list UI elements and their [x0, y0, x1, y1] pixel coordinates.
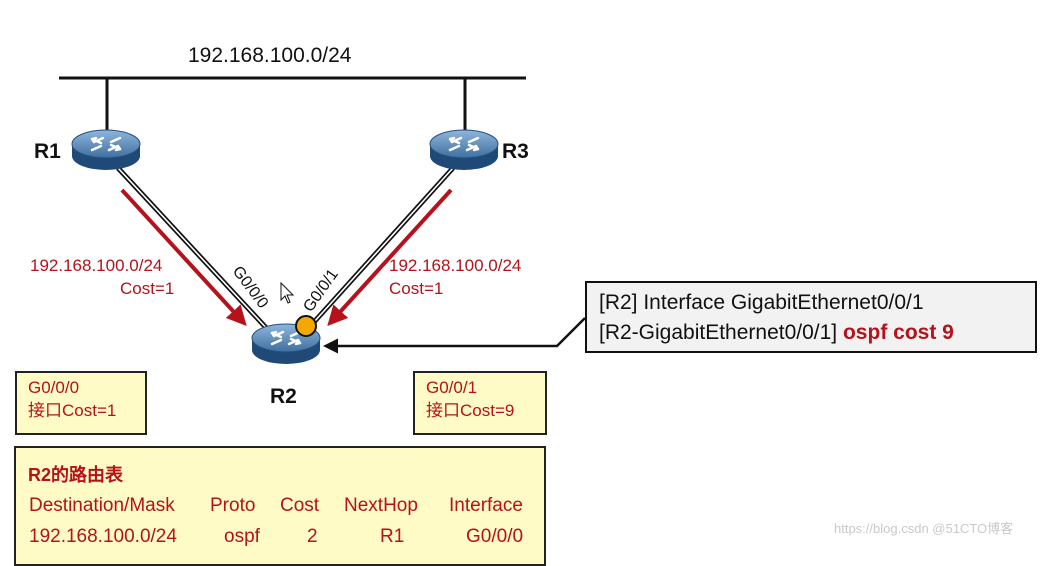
header-nexthop: NextHop — [344, 495, 418, 516]
header-proto: Proto — [210, 495, 256, 516]
command-box: [R2] Interface GigabitEthernet0/0/1 [R2-… — [585, 281, 1037, 353]
routing-table-header: Destination/Mask Proto Cost NextHop Inte… — [28, 495, 532, 526]
cell-interface: G0/0/0 — [466, 526, 524, 547]
network-segment-label: 192.168.100.0/24 — [188, 44, 352, 67]
cell-nexthop: R1 — [380, 526, 405, 547]
command-line-2: [R2-GigabitEthernet0/0/1] ospf cost 9 — [599, 318, 1023, 348]
interface-box-right-port: G0/0/1 — [426, 378, 478, 397]
left-cost-label: Cost=1 — [120, 279, 175, 298]
router-label-r3: R3 — [502, 140, 529, 163]
cell-cost: 2 — [307, 526, 318, 547]
command-line-1: [R2] Interface GigabitEthernet0/0/1 — [599, 291, 924, 314]
router-icon — [428, 128, 500, 172]
port-label-left: G0/0/0 — [229, 263, 272, 312]
interface-box-left-port: G0/0/0 — [28, 378, 80, 397]
router-label-r2: R2 — [270, 385, 297, 408]
table-row: 192.168.100.0/24 ospf 2 R1 G0/0/0 — [28, 526, 532, 557]
routing-table: R2的路由表 Destination/Mask Proto Cost NextH… — [14, 446, 546, 566]
router-label-r1: R1 — [34, 140, 61, 163]
right-cost-label: Cost=1 — [389, 279, 444, 298]
command-highlight: ospf cost 9 — [842, 321, 954, 344]
cell-destination: 192.168.100.0/24 — [29, 526, 177, 547]
route-arrow-left — [120, 188, 247, 326]
topology-diagram: G0/0/0 G0/0/1 — [59, 76, 586, 366]
command-line-2-prefix: [R2-GigabitEthernet0/0/1] — [599, 321, 843, 344]
router-icon — [70, 128, 142, 172]
left-route-label: 192.168.100.0/24 — [30, 256, 163, 275]
port-label-right: G0/0/1 — [300, 266, 342, 315]
callout-arrow — [323, 317, 586, 354]
route-arrow-right — [327, 188, 453, 326]
interface-box-left: G0/0/0 接口Cost=1 — [15, 371, 147, 435]
watermark: https://blog.csdn @51CTO博客 — [834, 521, 1014, 536]
interface-marker-icon — [295, 315, 317, 337]
cell-proto: ospf — [224, 526, 260, 547]
interface-box-right: G0/0/1 接口Cost=9 — [413, 371, 547, 435]
right-route-label: 192.168.100.0/24 — [389, 256, 522, 275]
header-cost: Cost — [280, 495, 320, 516]
mouse-pointer-icon — [280, 281, 295, 304]
routing-table-title: R2的路由表 — [28, 465, 124, 485]
interface-box-left-cost: 接口Cost=1 — [28, 401, 117, 420]
interface-box-right-cost: 接口Cost=9 — [426, 401, 515, 420]
header-destination: Destination/Mask — [29, 495, 175, 516]
header-interface: Interface — [449, 495, 523, 516]
